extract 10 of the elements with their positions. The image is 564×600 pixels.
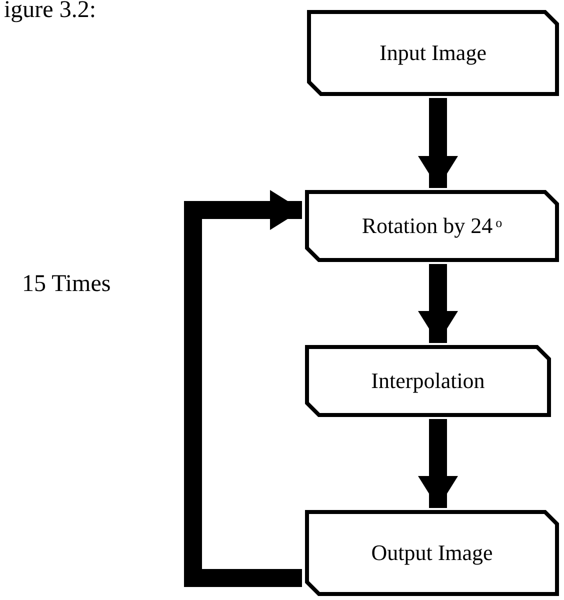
box-label: Input Image	[380, 40, 486, 66]
block-arrow	[184, 190, 302, 587]
loop-count-label: 15 Times	[22, 272, 111, 296]
box-label: Output Image	[371, 540, 493, 566]
figure-caption: igure 3.2:	[4, 0, 96, 22]
block-arrow	[418, 264, 458, 343]
box-label: Interpolation	[371, 368, 485, 394]
block-arrow	[418, 98, 458, 188]
block-arrow	[418, 419, 458, 508]
box-label: Rotation by 24$^{o}$	[362, 213, 502, 239]
